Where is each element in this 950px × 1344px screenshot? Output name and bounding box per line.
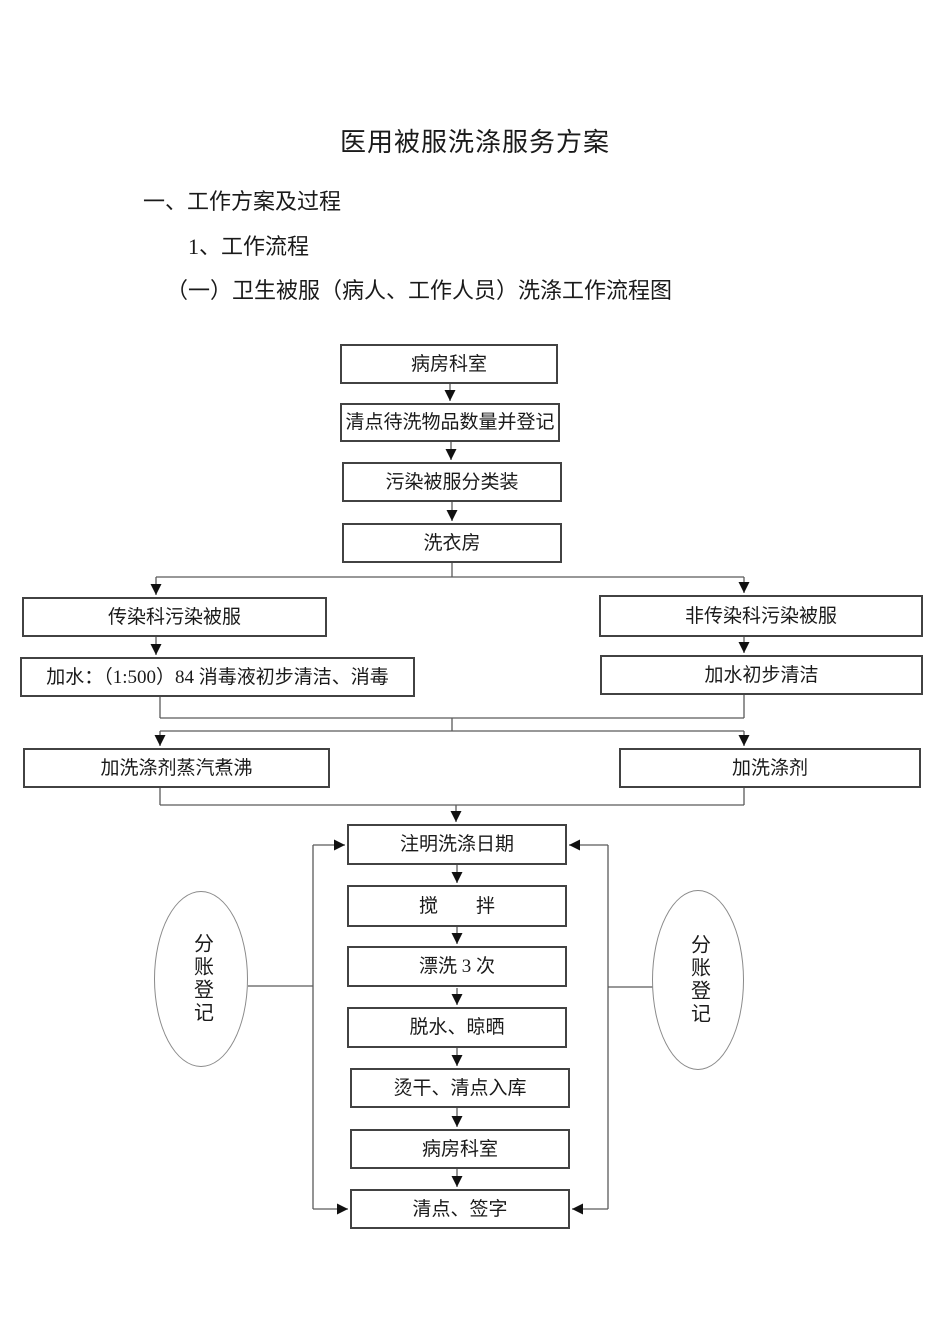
flow-node-non-infectious-linen: 非传染科污染被服: [599, 595, 923, 637]
flow-node-laundry-room: 洗衣房: [342, 523, 562, 563]
flow-node-iron-count-store: 烫干、清点入库: [350, 1068, 570, 1108]
flow-node-infectious-linen: 传染科污染被服: [22, 597, 327, 637]
flow-node-sort-pack: 污染被服分类装: [342, 462, 562, 502]
flow-node-add-detergent: 加洗涤剂: [619, 748, 921, 788]
ledger-left-label: 分账登记: [190, 933, 213, 1025]
flow-node-ward-dept-bottom: 病房科室: [350, 1129, 570, 1169]
flow-node-stir: 搅 拌: [347, 885, 567, 927]
flow-node-rinse: 漂洗 3 次: [347, 946, 567, 987]
heading-work-plan: 一、工作方案及过程: [143, 189, 342, 214]
flow-node-detergent-boil: 加洗涤剂蒸汽煮沸: [23, 748, 330, 788]
flow-node-add-water-clean: 加水初步清洁: [600, 655, 923, 695]
flow-node-ward-dept-top: 病房科室: [340, 344, 558, 384]
heading-flowchart-caption: （一）卫生被服（病人、工作人员）洗涤工作流程图: [166, 278, 673, 303]
flow-node-ledger-left: 分账登记: [154, 891, 248, 1067]
ledger-right-label: 分账登记: [687, 934, 710, 1026]
heading-work-flow: 1、工作流程: [188, 234, 310, 259]
flow-node-count-sign: 清点、签字: [350, 1189, 570, 1229]
flow-node-count-register: 清点待洗物品数量并登记: [340, 403, 560, 442]
flow-node-add-water-disinfect: 加水：（1:500）84 消毒液初步清洁、消毒: [20, 657, 415, 697]
page-title: 医用被服洗涤服务方案: [339, 128, 610, 157]
flow-node-dehydrate-dry: 脱水、晾晒: [347, 1007, 567, 1048]
flow-node-ledger-right: 分账登记: [652, 890, 744, 1070]
flow-node-mark-date: 注明洗涤日期: [347, 824, 567, 865]
